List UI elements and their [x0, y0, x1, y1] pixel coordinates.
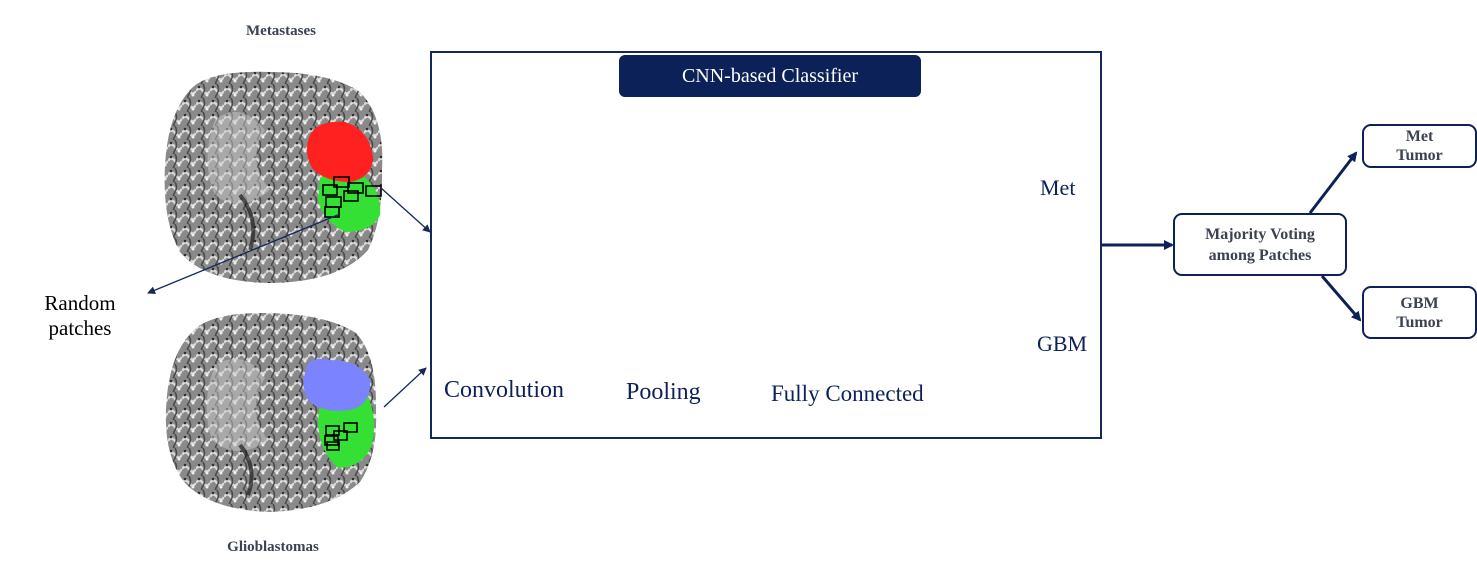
voting-to-gbm-arrow — [1320, 275, 1362, 322]
glioblastoma-region — [303, 358, 371, 411]
voting-to-met-arrow — [1308, 151, 1358, 214]
patch-boxes — [324, 422, 358, 451]
random-patches-label: Random patches — [44, 291, 116, 340]
pooling-label: Pooling — [626, 379, 701, 405]
majority-voting-box: Majority Voting among Patches — [1173, 213, 1347, 276]
convolution-label: Convolution — [444, 377, 565, 403]
glioblastomas-input-arrow — [383, 367, 427, 408]
metastases-title: Metastases — [246, 23, 316, 39]
cnn-classifier-title: CNN-based Classifier — [619, 55, 921, 97]
glioblastomas-title: Glioblastomas — [227, 539, 319, 555]
random-patches-arrow — [147, 213, 341, 295]
cnn-classifier-box — [430, 51, 1102, 439]
met-output-label: Met — [1040, 175, 1076, 200]
fully-connected-label: Fully Connected — [771, 381, 924, 406]
metastases-brain-image — [164, 71, 383, 283]
patch-boxes — [322, 176, 382, 218]
glioblastomas-brain-image — [165, 312, 377, 512]
gbm-tumor-box: GBM Tumor — [1362, 286, 1477, 339]
metastasis-region — [306, 121, 373, 182]
metastases-input-arrow — [380, 187, 431, 233]
gbm-output-label: GBM — [1037, 331, 1088, 356]
met-tumor-box: Met Tumor — [1362, 124, 1477, 168]
